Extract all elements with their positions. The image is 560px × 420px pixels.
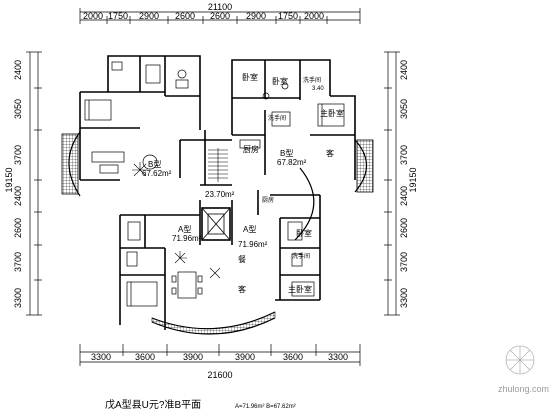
left-total-dim: 19150 <box>4 167 14 192</box>
label-master-bedroom-2: 主卧室 <box>288 284 312 294</box>
right-seg-6: 3700 <box>399 252 409 272</box>
label-kitchen-2: 厨房 <box>262 196 274 204</box>
label-bedroom-3: 卧室 <box>296 228 312 238</box>
left-seg-7: 3300 <box>13 288 23 308</box>
stairs <box>208 148 228 182</box>
label-living-right: 客 <box>326 148 334 158</box>
label-type-a-right: A型 <box>243 225 256 234</box>
top-total-dim: 21100 <box>208 2 232 12</box>
left-seg-5: 2600 <box>13 218 23 238</box>
watermark-logo <box>505 345 535 375</box>
label-washroom-1: 洗手间 <box>303 76 321 84</box>
top-seg-6: 2900 <box>246 11 266 21</box>
top-seg-1: 2000 <box>83 11 103 21</box>
label-kitchen-1: 厨房 <box>243 144 259 154</box>
watermark-text: zhulong.com <box>498 384 549 394</box>
label-bedroom-1: 卧室 <box>242 72 258 82</box>
left-seg-1: 2400 <box>13 60 23 80</box>
left-dimension-lines <box>26 51 42 316</box>
label-master-bedroom-1: 主卧室 <box>320 108 344 118</box>
top-seg-7: 1750 <box>278 11 298 21</box>
drawing-title: 戊A型县U元?准B平面 <box>105 398 201 411</box>
right-dimension-lines <box>384 51 400 316</box>
right-seg-2: 3050 <box>399 99 409 119</box>
top-seg-4: 2600 <box>175 11 195 21</box>
label-type-a-left: A型 <box>178 225 191 234</box>
label-living-bottom: 客 <box>238 284 246 294</box>
bottom-seg-3: 3900 <box>183 352 203 362</box>
right-total-dim: 19150 <box>408 167 418 192</box>
drawing-subtitle: A=71.96m² B=67.62m² <box>235 404 296 410</box>
plant-icon <box>132 162 221 279</box>
label-type-a-right-area: 71.96m² <box>238 240 268 249</box>
right-seg-1: 2400 <box>399 60 409 80</box>
label-washroom-1-area: 3.40 <box>312 86 324 92</box>
furniture <box>84 61 345 307</box>
top-dimension-lines <box>79 8 361 24</box>
bottom-seg-6: 3300 <box>328 352 348 362</box>
top-seg-2: 1750 <box>108 11 128 21</box>
left-seg-2: 3050 <box>13 99 23 119</box>
left-seg-3: 3700 <box>13 145 23 165</box>
balcony-right <box>356 139 374 193</box>
top-seg-3: 2900 <box>139 11 159 21</box>
bottom-seg-2: 3600 <box>135 352 155 362</box>
right-seg-7: 3300 <box>399 288 409 308</box>
label-washroom-3: 洗手间 <box>292 252 310 260</box>
top-seg-5: 2600 <box>210 11 230 21</box>
left-seg-4: 2400 <box>13 186 23 206</box>
label-washroom-2: 洗手间 <box>268 114 286 122</box>
right-seg-3: 3700 <box>399 145 409 165</box>
label-type-b-left-area: 67.62m² <box>142 169 172 178</box>
right-seg-4: 2400 <box>399 186 409 206</box>
top-seg-8: 2000 <box>304 11 324 21</box>
bottom-seg-4: 3900 <box>235 352 255 362</box>
elevator-symbol <box>201 207 231 241</box>
walls <box>79 55 356 330</box>
label-hall-area: 23.70m² <box>205 190 235 199</box>
left-seg-6: 3700 <box>13 252 23 272</box>
bottom-dimension-lines <box>79 344 361 366</box>
bottom-seg-1: 3300 <box>91 352 111 362</box>
label-type-b-left: B型 <box>148 160 161 169</box>
bottom-seg-5: 3600 <box>283 352 303 362</box>
label-type-b-right-area: 67.82m² <box>277 158 307 167</box>
label-type-b-right: B型 <box>280 149 293 158</box>
bottom-total-dim: 21600 <box>207 370 232 380</box>
right-seg-5: 2600 <box>399 218 409 238</box>
balcony-bottom <box>151 311 276 335</box>
label-bedroom-2: 卧室 <box>272 76 288 86</box>
label-type-a-left-area: 71.96m² <box>172 234 202 243</box>
balcony-left <box>61 133 79 195</box>
label-dining: 餐 <box>238 255 246 264</box>
